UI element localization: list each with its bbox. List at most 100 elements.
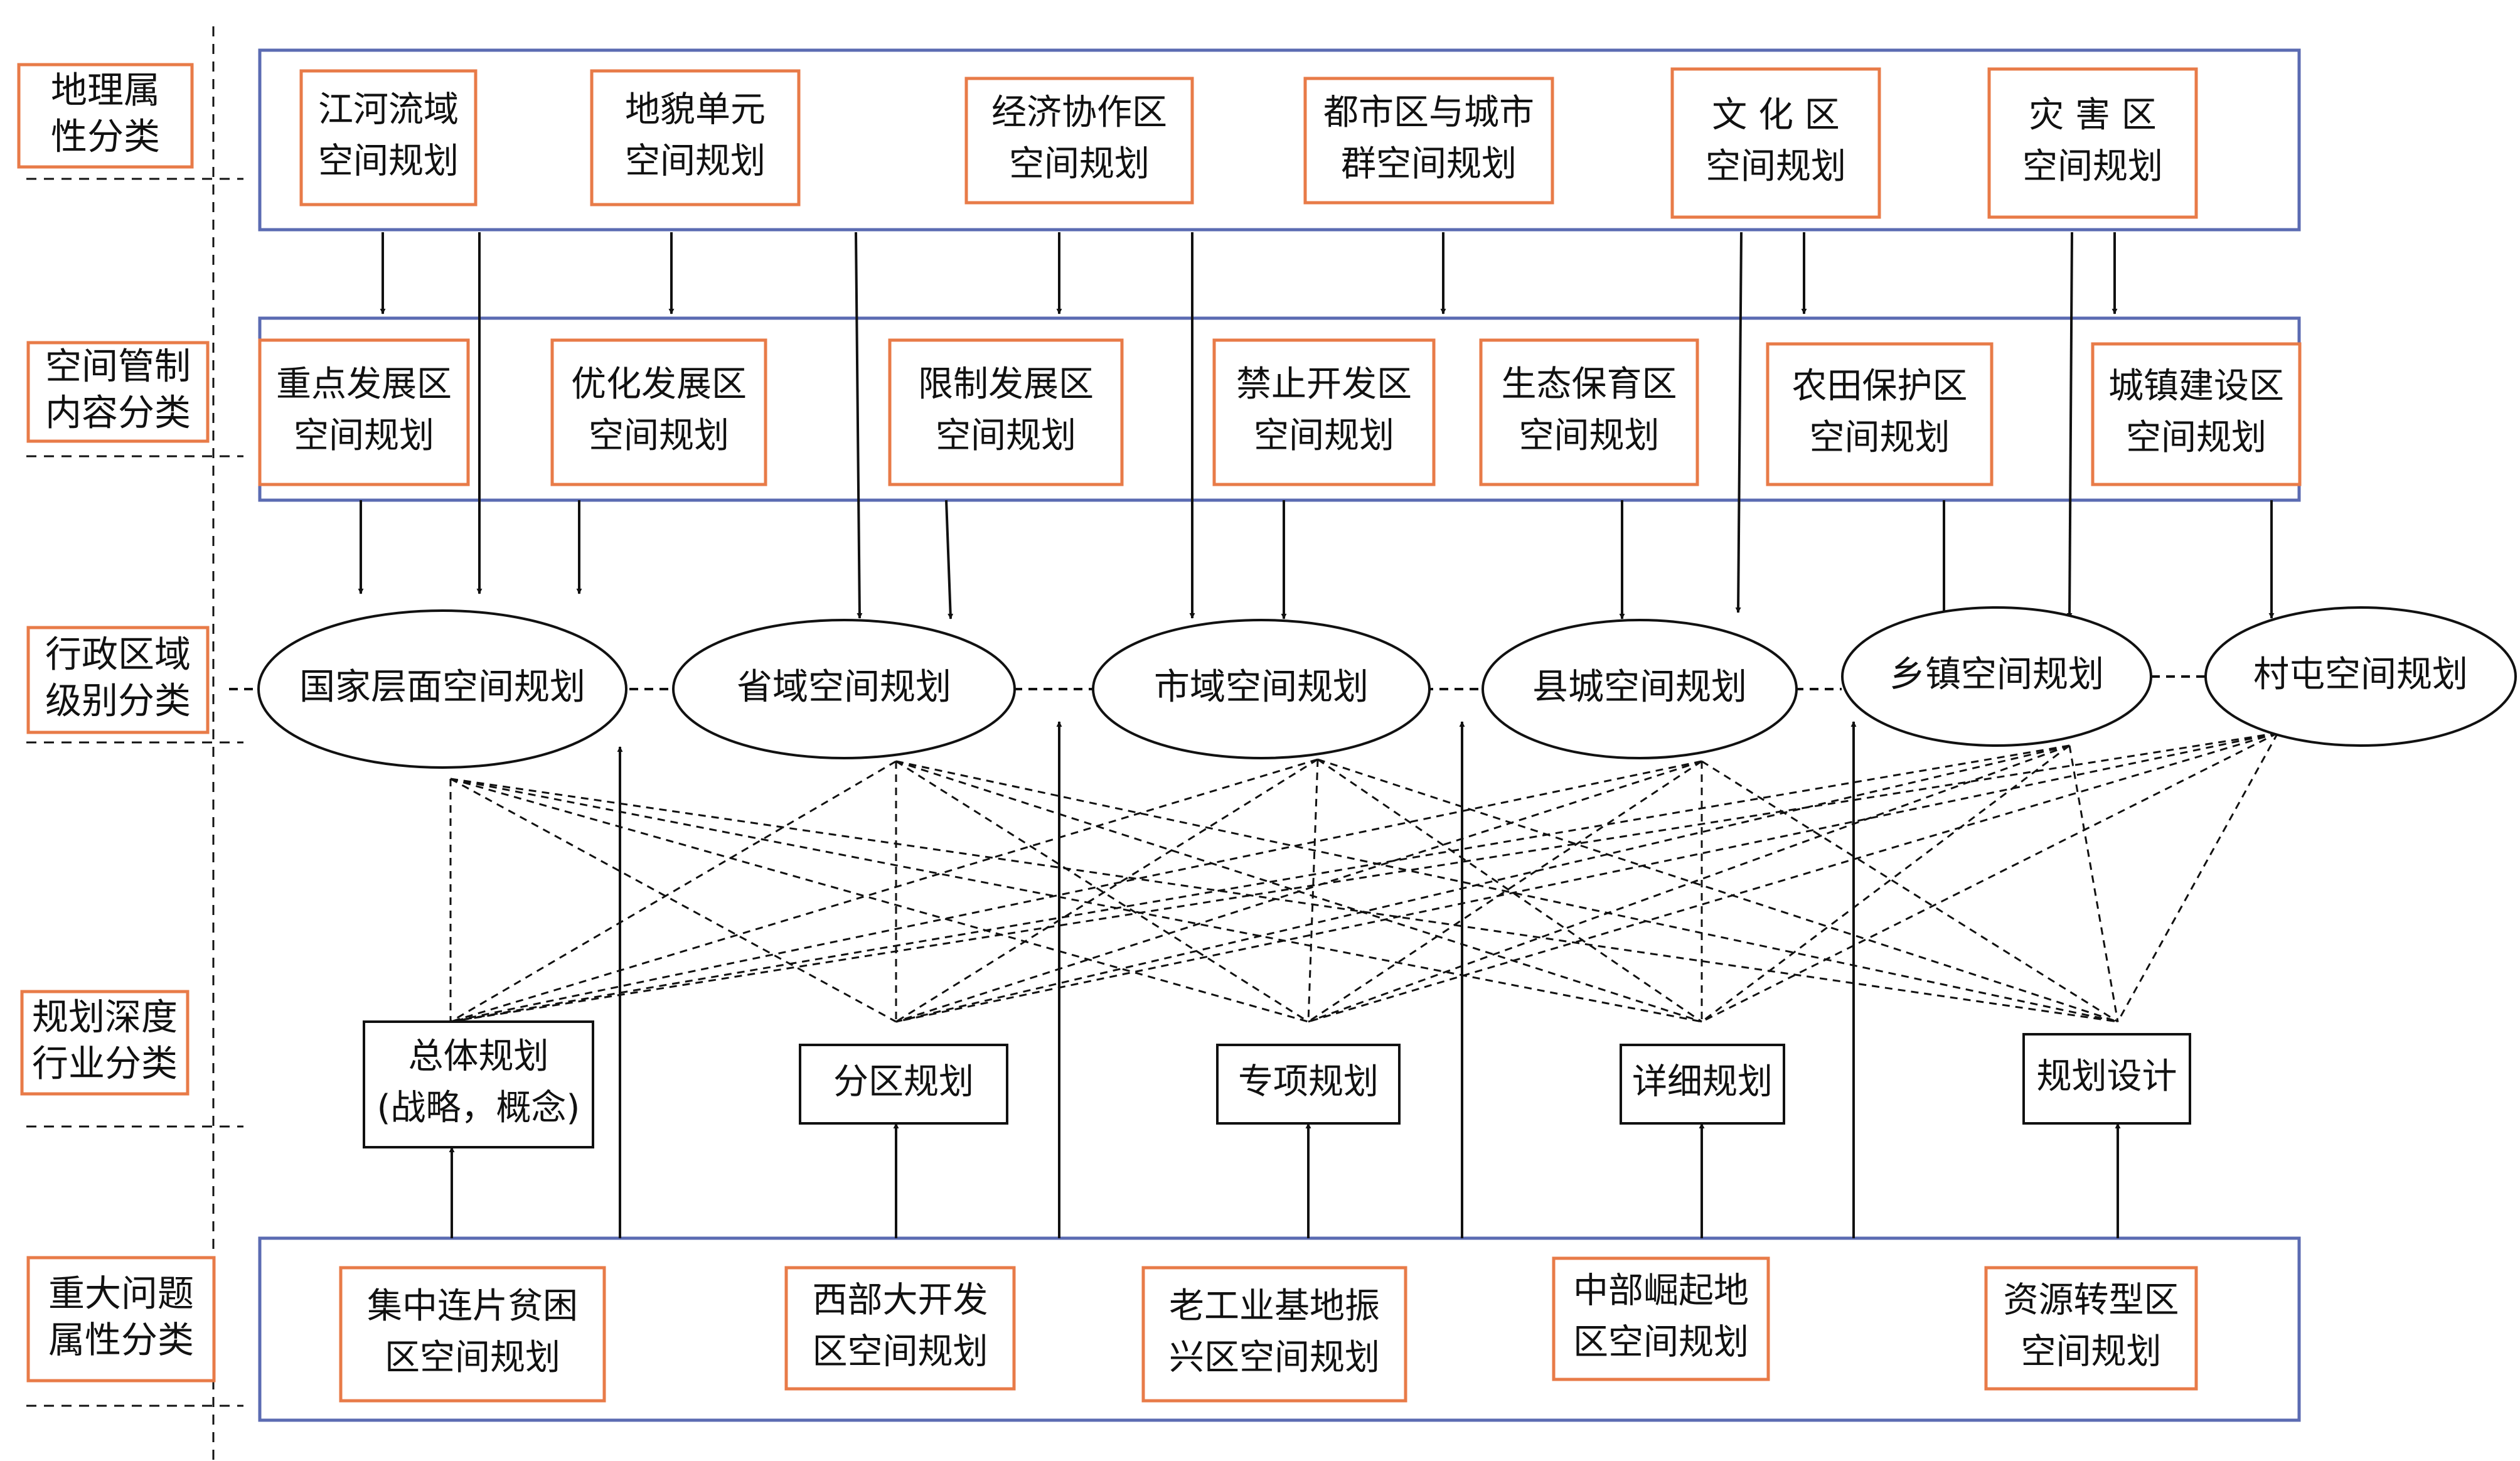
node-label-line: 级别分类 xyxy=(45,680,191,722)
administrative-plan-ellipse: 国家层面空间规划 xyxy=(257,609,627,769)
node-label-line: 空间规划 xyxy=(936,415,1076,456)
ellipse-border xyxy=(2204,606,2517,747)
node-label-line: 空间规划 xyxy=(2022,146,2163,187)
node-label-line: 省域空间规划 xyxy=(737,666,951,708)
connector-lines xyxy=(229,232,2279,1238)
geography-plan-box-border xyxy=(1303,77,1554,205)
major-issue-plan-box-border xyxy=(1984,1266,2198,1391)
node-label-line: 村屯空间规划 xyxy=(2253,654,2468,695)
node-label-line: 西部大开发 xyxy=(813,1280,988,1321)
node-label-line: 属性分类 xyxy=(48,1319,194,1361)
control-plan-box-border xyxy=(258,338,470,486)
administrative-plan-ellipse: 市域空间规划 xyxy=(1092,619,1431,759)
major-issue-plan-box-border xyxy=(1141,1266,1407,1403)
node-label-line: 空间规划 xyxy=(1706,146,1846,187)
dashed-link xyxy=(1307,759,1319,1022)
geography-plan-box-border xyxy=(299,69,478,206)
planning-depth-box: 详细规划 xyxy=(1620,1044,1785,1125)
dashed-link xyxy=(450,758,1318,1023)
node-label-line: 空间规划 xyxy=(2126,417,2266,458)
control-plan-box-border xyxy=(1766,342,1994,486)
node-label-line: 生态保育区 xyxy=(1502,364,1677,405)
node-label-line: 县城空间规划 xyxy=(1532,666,1747,708)
geography-plan-box: 文 化 区空间规划 xyxy=(1670,67,1881,219)
geography-panel xyxy=(258,48,2301,232)
node-label-line: 重大问题 xyxy=(48,1272,194,1315)
control-plan-box-border xyxy=(1212,338,1436,486)
node-label-line: 中部崛起地 xyxy=(1573,1271,1749,1312)
node-label-line: 详细规划 xyxy=(1632,1062,1773,1103)
dashed-link xyxy=(2068,745,2119,1022)
major-issue-plan-box-border xyxy=(339,1266,606,1403)
node-label-line: 重点发展区 xyxy=(276,364,452,405)
dashed-link xyxy=(895,758,1318,1023)
dashed-link xyxy=(1308,744,2070,1023)
administrative-plan-ellipse: 村屯空间规划 xyxy=(2204,606,2517,747)
category-label-box-border xyxy=(26,626,210,734)
node-label-line: 空间规划 xyxy=(1810,417,1950,458)
category-label-box-border xyxy=(20,990,190,1096)
node-label-line: 市域空间规划 xyxy=(1154,666,1369,708)
node-label-line: 农田保护区 xyxy=(1792,366,1968,407)
node-label-line: 空间规划 xyxy=(1254,415,1394,456)
node-label-line: 区空间规划 xyxy=(385,1337,560,1378)
guide-lines xyxy=(26,26,243,1461)
dashed-link xyxy=(450,778,1702,1023)
planning-depth-box: 规划设计 xyxy=(2022,1033,2191,1125)
planning-depth-box: 分区规划 xyxy=(799,1044,1008,1125)
control-plan-box-border xyxy=(1479,338,1699,486)
planning-depth-box-border xyxy=(799,1044,1008,1125)
node-label-line: 限制发展区 xyxy=(918,364,1094,405)
major-issue-plan-box-border xyxy=(784,1266,1016,1391)
dashed-link xyxy=(450,778,2118,1023)
ellipse-border xyxy=(1841,606,2152,747)
node-label-line: 性分类 xyxy=(51,115,160,158)
connector xyxy=(945,500,954,619)
dashed-link xyxy=(450,778,897,1023)
dashed-link xyxy=(1317,758,1702,1023)
ellipse-border xyxy=(1482,619,1798,759)
node-label-line: 空间规划 xyxy=(1009,144,1150,185)
node-label-line: 分区规划 xyxy=(833,1062,974,1103)
connector xyxy=(855,232,863,619)
control-plan-box-border xyxy=(2091,342,2302,486)
planning-depth-box: 总体规划(战略，概念) xyxy=(363,1020,594,1148)
category-label-box-border xyxy=(26,1256,216,1383)
node-label-line: 城镇建设区 xyxy=(2108,366,2284,407)
administrative-plan-ellipse: 省域空间规划 xyxy=(672,619,1016,759)
node-label-line: 江河流域 xyxy=(318,90,459,131)
node-label-line: 规划设计 xyxy=(2037,1056,2177,1097)
category-label-box-border xyxy=(26,341,210,443)
dashed-link xyxy=(450,744,2070,1023)
geography-plan-box-border xyxy=(1987,67,2198,219)
node-label-line: 地理属 xyxy=(51,69,160,112)
node-label-line: 群空间规划 xyxy=(1341,144,1517,185)
category-label-box-border xyxy=(17,63,194,169)
dashed-link xyxy=(450,760,1702,1023)
node-label-line: 规划深度 xyxy=(32,996,178,1039)
node-label-line: 空间规划 xyxy=(2021,1332,2162,1373)
node-label-line: 乡镇空间规划 xyxy=(1889,654,2104,695)
ellipse-border xyxy=(257,609,627,769)
dashed-link xyxy=(2117,732,2279,1022)
planning-depth-box: 专项规划 xyxy=(1216,1044,1401,1125)
ellipse-border xyxy=(672,619,1016,759)
dashed-link xyxy=(1308,732,2278,1023)
administrative-plan-ellipse: 乡镇空间规划 xyxy=(1841,606,2152,747)
node-label-line: 资源转型区 xyxy=(2004,1280,2179,1321)
node-label-line: 经济协作区 xyxy=(991,92,1167,133)
planning-depth-box-border xyxy=(1620,1044,1785,1125)
control-plan-box-border xyxy=(888,338,1124,486)
